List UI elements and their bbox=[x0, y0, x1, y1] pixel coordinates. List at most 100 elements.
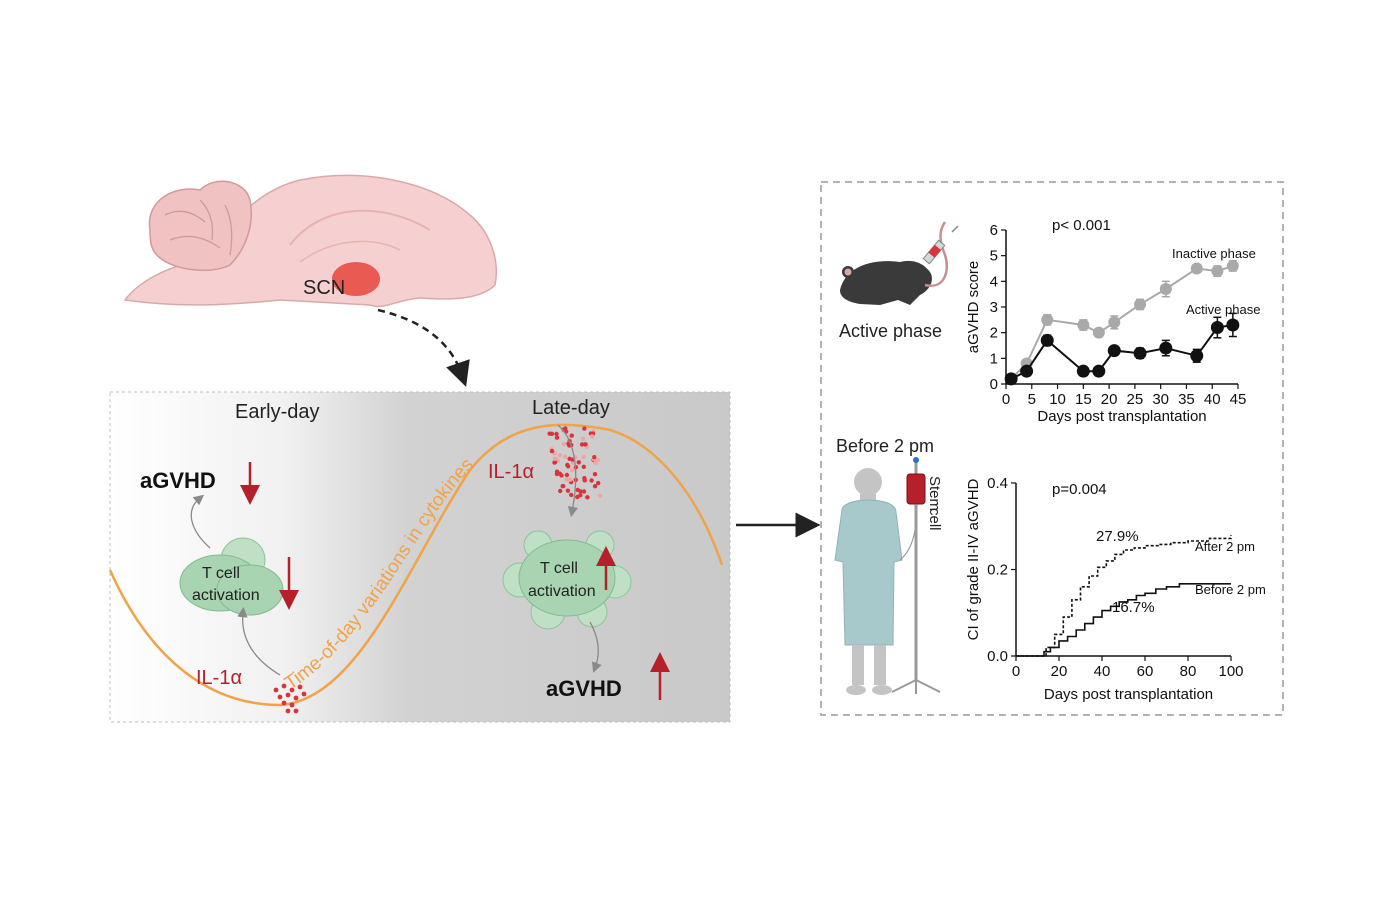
data-point bbox=[1226, 259, 1239, 272]
y-tick-label: 6 bbox=[990, 222, 998, 239]
rhythm-panel: Early-day Late-day Time-of-day variation… bbox=[108, 391, 731, 723]
il1a-dot bbox=[581, 454, 587, 460]
il1a-dot bbox=[297, 684, 303, 690]
x-tick-label: 10 bbox=[1049, 391, 1066, 408]
il1a-dot bbox=[557, 453, 563, 458]
x-tick-label: 0 bbox=[1012, 663, 1020, 680]
early-il1a-label: IL-1α bbox=[196, 667, 242, 689]
late-agvhd-label: aGVHD bbox=[546, 676, 622, 701]
data-point bbox=[1092, 364, 1106, 378]
cytokine-curve bbox=[108, 423, 724, 707]
scn-region bbox=[332, 262, 380, 296]
early-il1a-dots bbox=[273, 683, 307, 714]
late-il1a-dots bbox=[547, 426, 603, 500]
x-tick-label: 30 bbox=[1152, 391, 1169, 408]
series-line-after-2pm bbox=[1016, 535, 1232, 657]
il1a-dot bbox=[569, 468, 575, 473]
early-tcell-line1: T cell bbox=[202, 565, 240, 582]
early-tcell-to-agvhd-arrow bbox=[190, 494, 211, 549]
il1a-dot bbox=[562, 454, 568, 459]
late-day-label: Late-day bbox=[532, 397, 610, 419]
patient-illustration: Stem cell Before 2 pm bbox=[834, 436, 943, 695]
il1a-dot bbox=[569, 433, 574, 438]
il1a-dot bbox=[592, 484, 598, 489]
early-agvhd-label: aGVHD bbox=[140, 468, 216, 493]
il1a-dot bbox=[592, 472, 598, 477]
il1a-dot bbox=[285, 692, 291, 698]
y-tick-label: 5 bbox=[990, 248, 998, 265]
il1a-dot bbox=[558, 488, 563, 494]
after-2pm-percent: 27.9% bbox=[1096, 528, 1139, 545]
x-tick-label: 100 bbox=[1218, 663, 1243, 680]
mouse-caption: Active phase bbox=[839, 321, 942, 341]
il1a-dot bbox=[293, 708, 299, 714]
late-tcell-line2: activation bbox=[528, 583, 596, 600]
early-day-label: Early-day bbox=[235, 401, 319, 423]
scn-label: SCN bbox=[303, 277, 345, 299]
brain-to-panel-arrow bbox=[377, 308, 470, 387]
x-tick-label: 0 bbox=[1002, 391, 1010, 408]
legend-before-2pm: Before 2 pm bbox=[1195, 582, 1266, 597]
il1a-dot bbox=[554, 469, 560, 474]
il1a-dot bbox=[281, 683, 287, 689]
il1a-dot bbox=[582, 426, 587, 431]
x-axis-label: Days post transplantation bbox=[1044, 686, 1213, 703]
il1a-dot bbox=[583, 442, 588, 447]
il1a-dot bbox=[565, 488, 571, 493]
data-point bbox=[1108, 316, 1121, 329]
brain-illustration: SCN bbox=[123, 174, 497, 308]
il1a-dot bbox=[561, 483, 566, 489]
data-point bbox=[1076, 364, 1090, 378]
data-point bbox=[1004, 372, 1018, 386]
data-point bbox=[1190, 349, 1204, 363]
early-il1a-to-tcell-arrow bbox=[237, 606, 281, 676]
il1a-dot bbox=[592, 455, 597, 460]
data-point bbox=[1190, 262, 1203, 275]
x-axis-label: Days post transplantation bbox=[1037, 408, 1206, 425]
il1a-dot bbox=[289, 702, 295, 708]
y-tick-label: 3 bbox=[990, 299, 998, 316]
x-tick-label: 40 bbox=[1204, 391, 1221, 408]
il1a-dot bbox=[552, 456, 558, 461]
y-tick-label: 4 bbox=[990, 273, 998, 290]
il1a-dot bbox=[281, 700, 287, 706]
il1a-dot bbox=[598, 493, 603, 498]
data-point bbox=[1159, 341, 1173, 355]
il1a-dot bbox=[589, 434, 595, 439]
patient-caption: Before 2 pm bbox=[836, 436, 934, 456]
x-tick-label: 20 bbox=[1101, 391, 1118, 408]
late-il1a-label: IL-1α bbox=[488, 461, 534, 483]
x-tick-label: 60 bbox=[1137, 663, 1154, 680]
x-tick-label: 35 bbox=[1178, 391, 1195, 408]
data-point bbox=[1211, 265, 1224, 278]
il1a-dot bbox=[549, 448, 555, 454]
il1a-dot bbox=[581, 436, 586, 441]
stem-cell-label-line2: cell bbox=[926, 508, 943, 531]
data-point bbox=[1159, 283, 1172, 296]
y-axis-label: aGVHD score bbox=[965, 261, 982, 354]
x-tick-label: 5 bbox=[1028, 391, 1036, 408]
il1a-dot bbox=[567, 477, 573, 482]
late-il1a-to-tcell-arrow bbox=[557, 424, 579, 518]
il1a-dot bbox=[578, 489, 583, 494]
data-point bbox=[1092, 326, 1105, 339]
data-point bbox=[1041, 313, 1054, 326]
il1a-dot bbox=[578, 493, 583, 498]
data-point bbox=[1077, 318, 1090, 331]
il1a-dot bbox=[293, 695, 299, 701]
y-tick-label: 1 bbox=[990, 350, 998, 367]
y-tick-label: 0.4 bbox=[987, 475, 1008, 492]
late-tcell-line1: T cell bbox=[540, 560, 578, 577]
il1a-dot bbox=[289, 687, 295, 693]
data-point bbox=[1133, 346, 1147, 360]
il1a-dot bbox=[581, 489, 587, 494]
before-2pm-percent: 16.7% bbox=[1112, 599, 1155, 616]
il1a-dot bbox=[595, 457, 601, 463]
il1a-dot bbox=[593, 460, 598, 466]
legend-after-2pm: After 2 pm bbox=[1195, 539, 1255, 554]
il1a-dot bbox=[285, 708, 291, 714]
